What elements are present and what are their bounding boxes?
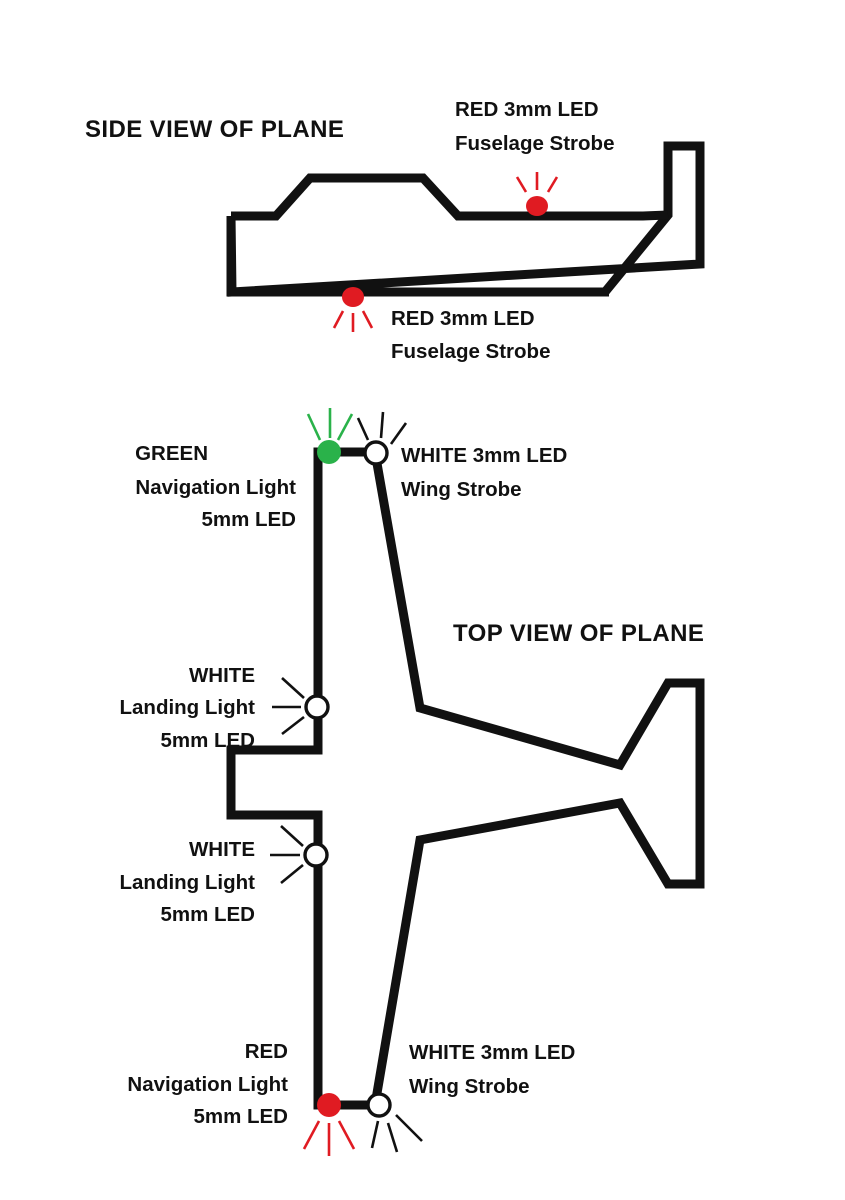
- white-strobe-top-label-line2: Wing Strobe: [401, 478, 522, 501]
- strobe-ray: [389, 422, 408, 445]
- side-fuselage-strobe-bottom-light: [332, 287, 374, 332]
- red-led-icon: [317, 1093, 341, 1117]
- white-led-icon: [366, 1092, 392, 1118]
- landing-upper-label-line2: Landing Light: [120, 696, 256, 719]
- side-fuselage-strobe-top-light: [515, 172, 559, 216]
- green-nav-label-line2: Navigation Light: [135, 476, 296, 499]
- green-nav-label-line1: GREEN: [135, 442, 208, 465]
- white-strobe-top-label-line1: WHITE 3mm LED: [401, 444, 567, 467]
- strobe-ray: [546, 176, 559, 193]
- side-top-strobe-label-line1: RED 3mm LED: [455, 98, 599, 121]
- side-view-cabin-outline: [231, 173, 669, 221]
- white-strobe-bottom-label-line1: WHITE 3mm LED: [409, 1041, 575, 1064]
- white-led-icon: [304, 694, 330, 720]
- landing-ray: [280, 863, 304, 885]
- strobe-ray: [332, 310, 345, 329]
- white-strobe-bottom-label-line2: Wing Strobe: [409, 1075, 530, 1098]
- top-landing-light-upper-light: [272, 677, 330, 736]
- strobe-ray: [370, 1120, 380, 1149]
- landing-upper-label-line3: 5mm LED: [160, 729, 255, 752]
- side-view-group: SIDE VIEW OF PLANE RED 3mm LED Fuselage …: [85, 98, 705, 363]
- top-view-group: TOP VIEW OF PLANE GREEN Navigation Light…: [120, 408, 705, 1156]
- nav-ray: [306, 413, 322, 441]
- landing-upper-label-line1: WHITE: [189, 664, 255, 687]
- landing-lower-label-line3: 5mm LED: [160, 903, 255, 926]
- nav-ray: [302, 1120, 321, 1150]
- landing-lower-label-line1: WHITE: [189, 838, 255, 861]
- top-white-wing-strobe-left-light: [356, 411, 408, 466]
- side-bottom-strobe-label-line1: RED 3mm LED: [391, 307, 535, 330]
- red-led-icon: [526, 196, 548, 216]
- side-view-title: SIDE VIEW OF PLANE: [85, 116, 344, 143]
- red-led-icon: [342, 287, 364, 307]
- green-led-icon: [317, 440, 341, 464]
- top-landing-light-lower-light: [270, 825, 329, 885]
- nav-ray: [336, 413, 354, 441]
- landing-ray: [281, 677, 305, 699]
- top-white-wing-strobe-right-light: [366, 1092, 423, 1153]
- landing-lower-label-line2: Landing Light: [120, 871, 256, 894]
- top-green-nav-light: [306, 408, 354, 464]
- landing-ray: [280, 825, 304, 847]
- nav-ray: [337, 1120, 356, 1150]
- strobe-ray: [356, 417, 370, 441]
- strobe-ray: [386, 1122, 399, 1153]
- landing-ray: [281, 715, 305, 736]
- white-led-icon: [303, 842, 329, 868]
- side-bottom-strobe-label-line2: Fuselage Strobe: [391, 340, 551, 363]
- red-nav-label-line1: RED: [245, 1040, 288, 1063]
- strobe-ray: [379, 411, 385, 439]
- red-nav-label-line3: 5mm LED: [193, 1105, 288, 1128]
- side-view-plane-outline: [226, 141, 705, 297]
- strobe-ray: [361, 310, 374, 329]
- top-view-title: TOP VIEW OF PLANE: [453, 620, 704, 647]
- strobe-ray: [515, 176, 528, 193]
- strobe-ray: [395, 1114, 423, 1142]
- green-nav-label-line3: 5mm LED: [201, 508, 296, 531]
- red-nav-label-line2: Navigation Light: [127, 1073, 288, 1096]
- side-top-strobe-label-line2: Fuselage Strobe: [455, 132, 615, 155]
- top-red-nav-light: [302, 1093, 356, 1156]
- white-led-icon: [363, 440, 389, 466]
- top-view-plane-outline: [226, 447, 705, 1110]
